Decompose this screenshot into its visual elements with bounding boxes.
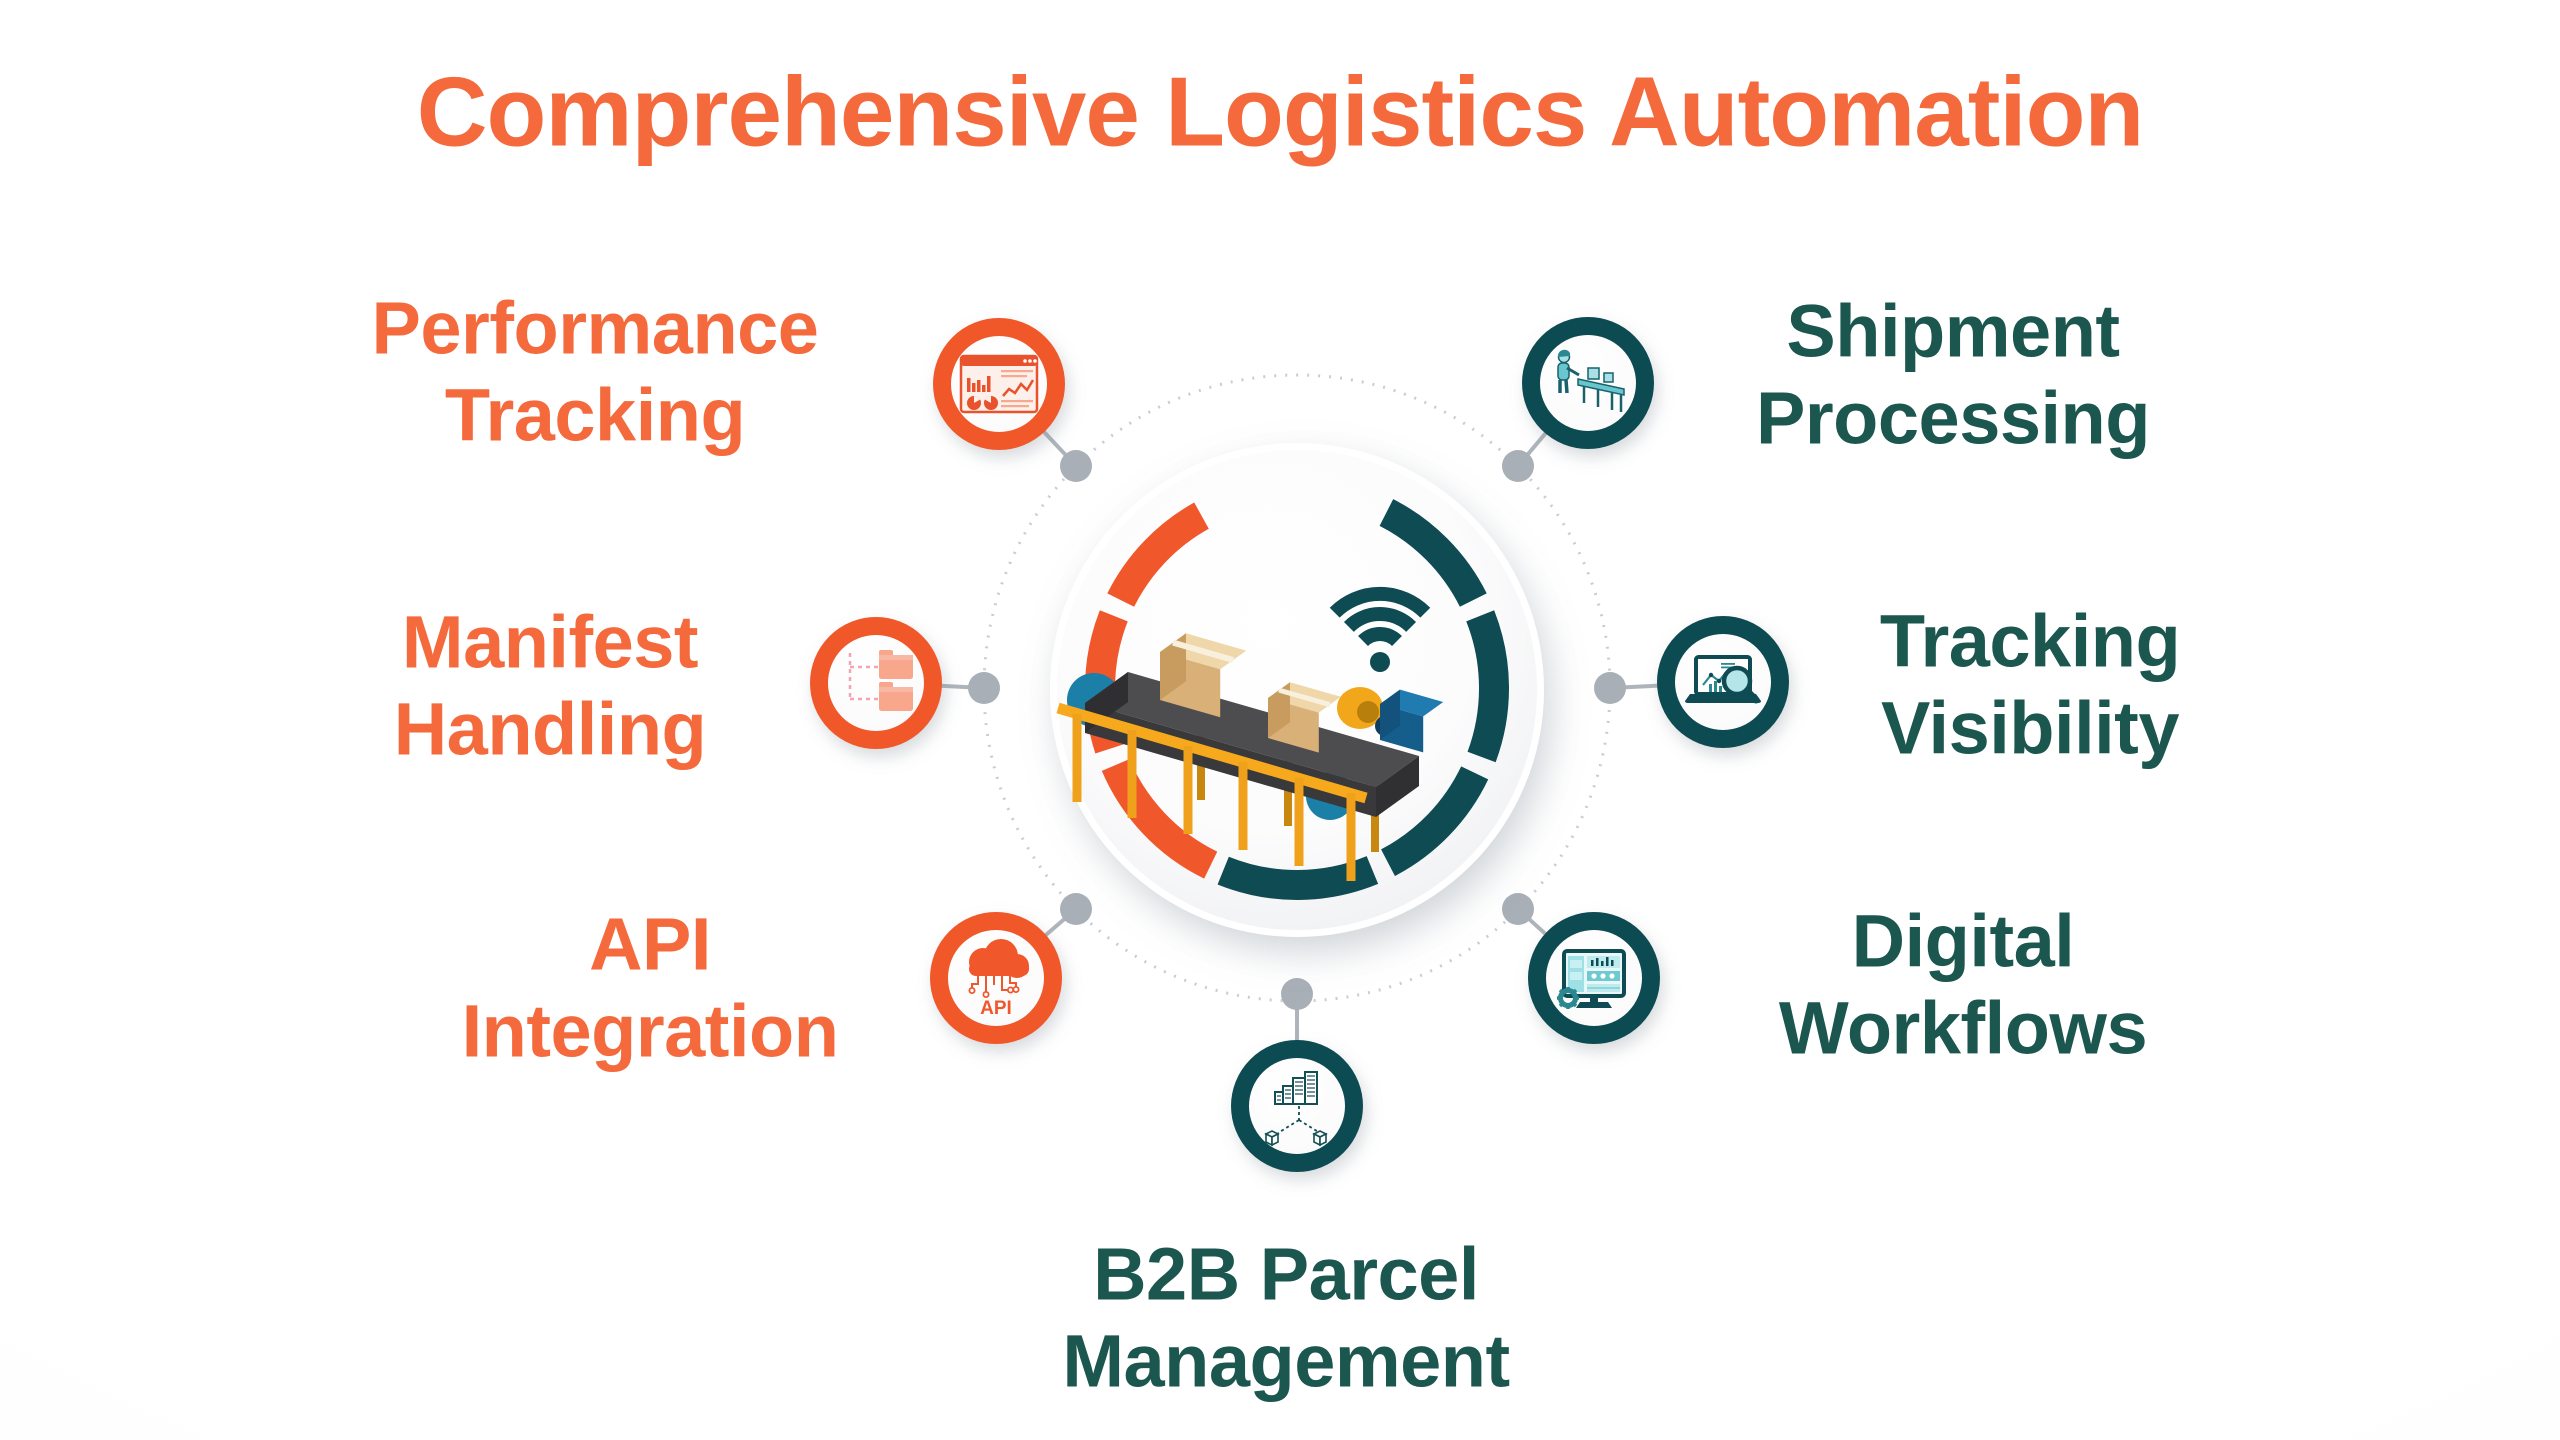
label-tracking-visibility: Tracking Visibility (1879, 599, 2181, 770)
label-api-integration: API Integration (461, 902, 839, 1073)
node-digital-workflows (1528, 912, 1660, 1044)
label-shipment-processing: Shipment Processing (1756, 289, 2150, 460)
laptop-magnifier-icon (1685, 655, 1761, 704)
node-b2b-parcel-management (1231, 1040, 1363, 1172)
node-shipment-processing (1522, 317, 1654, 449)
node-tracking-visibility (1657, 616, 1789, 748)
parcel-box (1160, 633, 1247, 718)
conveyor-motor (1337, 687, 1444, 753)
gear-icon (1557, 987, 1579, 1009)
label-performance-tracking: Performance Tracking (371, 286, 819, 457)
page-title: Comprehensive Logistics Automation (416, 56, 2145, 167)
node-manifest-handling (810, 617, 942, 749)
central-hub (1050, 443, 1544, 937)
node-performance-tracking (933, 318, 1065, 450)
label-manifest-handling: Manifest Handling (393, 600, 707, 771)
analytics-dashboard-icon (959, 354, 1039, 414)
folder-tree-icon (848, 650, 913, 711)
warehouse-distribution-icon (1264, 1071, 1328, 1147)
monitor-gear-icon (1557, 949, 1626, 1009)
label-b2b-parcel-management: B2B Parcel Management (1062, 1232, 1510, 1403)
conveyor-belt-illustration (1056, 633, 1444, 881)
wifi-icon (1329, 586, 1431, 672)
api-cloud-icon: API (968, 939, 1029, 1019)
parcel-box (1268, 682, 1341, 753)
node-api-integration: API (930, 912, 1062, 1044)
worker-conveyor-icon (1557, 349, 1625, 412)
api-badge-text: API (980, 998, 1012, 1019)
orbit-dots (968, 450, 1626, 1010)
label-digital-workflows: Digital Workflows (1778, 899, 2148, 1070)
